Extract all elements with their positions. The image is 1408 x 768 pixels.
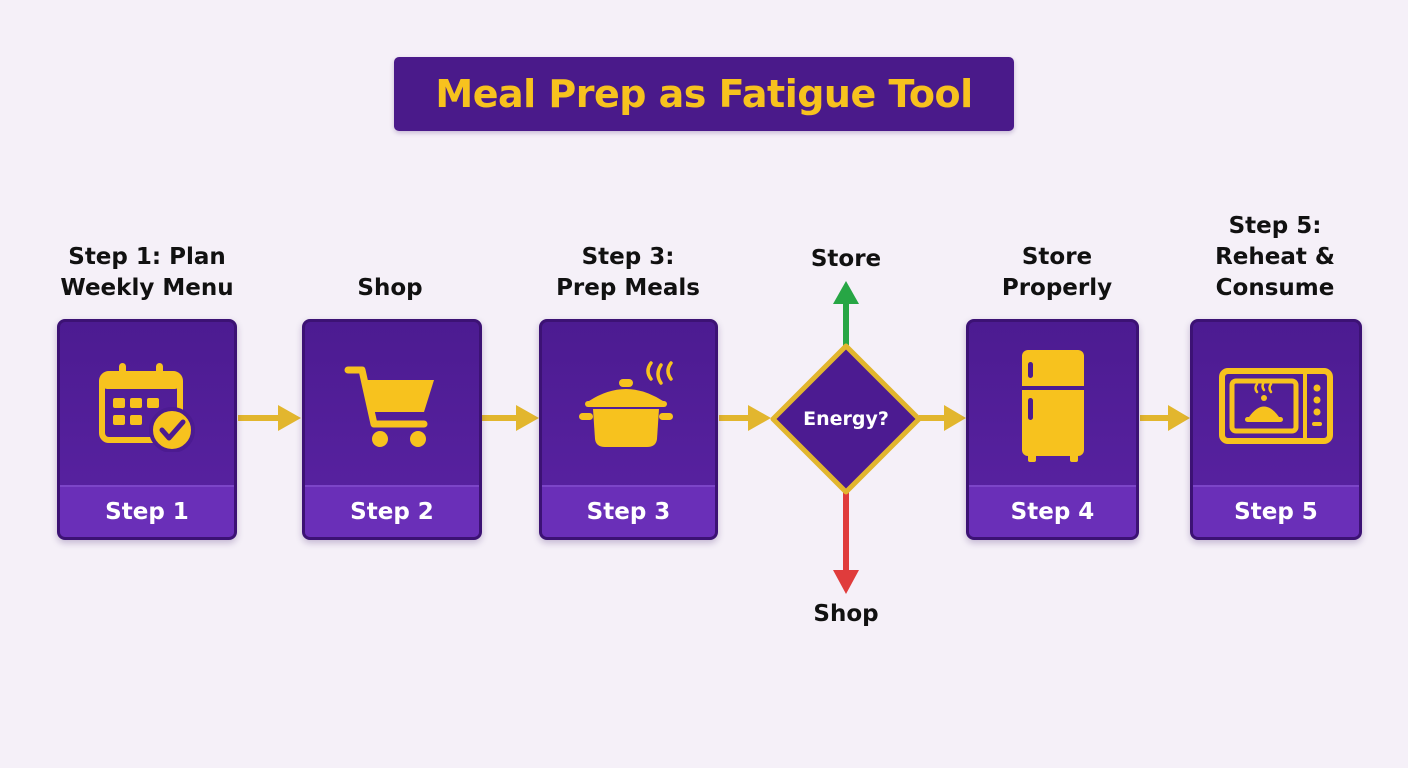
arrow-step4-to-step5 — [1140, 405, 1190, 431]
step4-footer: Step 4 — [969, 485, 1136, 537]
calendar-check-icon — [99, 363, 195, 452]
step3-icon-area — [542, 322, 715, 490]
step3-card: Step 3 — [539, 319, 718, 540]
step4-icon-area — [969, 322, 1136, 490]
arrow-step1-to-step2 — [238, 405, 301, 431]
arrow-decision-to-step4 — [919, 405, 966, 431]
title-banner: Meal Prep as Fatigue Tool — [394, 57, 1014, 131]
step2-icon-area — [305, 322, 479, 490]
arrow-step2-to-step3 — [482, 405, 539, 431]
page-title: Meal Prep as Fatigue Tool — [435, 72, 973, 116]
decision-down-label: Shop — [813, 601, 879, 627]
step1-label: Step 1: Plan Weekly Menu — [60, 244, 234, 301]
step2-label: Shop — [357, 275, 423, 301]
step5-card: Step 5 — [1190, 319, 1362, 540]
arrow-decision-down — [833, 492, 859, 594]
shopping-cart-icon — [344, 366, 434, 447]
step5-footer: Step 5 — [1193, 485, 1359, 537]
step2-footer: Step 2 — [305, 485, 479, 537]
arrow-step3-to-decision — [719, 405, 771, 431]
step5-icon-area — [1193, 322, 1359, 490]
step3-footer: Step 3 — [542, 485, 715, 537]
step4-label: Store Properly — [1001, 244, 1113, 301]
refrigerator-icon — [1021, 350, 1084, 462]
step1-footer: Step 1 — [60, 485, 234, 537]
step1-icon-area — [60, 322, 234, 490]
step1-card: Step 1 — [57, 319, 237, 540]
decision-diamond — [770, 343, 922, 495]
step3-label: Step 3: Prep Meals — [556, 244, 700, 301]
step4-card: Step 4 — [966, 319, 1139, 540]
cooking-pot-icon — [578, 361, 673, 447]
arrow-decision-up — [833, 281, 859, 346]
decision-up-label: Store — [810, 246, 882, 272]
microwave-icon — [1219, 368, 1333, 444]
step5-label: Step 5: Reheat & Consume — [1215, 213, 1335, 301]
step2-card: Step 2 — [302, 319, 482, 540]
decision-question: Energy? — [803, 408, 889, 430]
